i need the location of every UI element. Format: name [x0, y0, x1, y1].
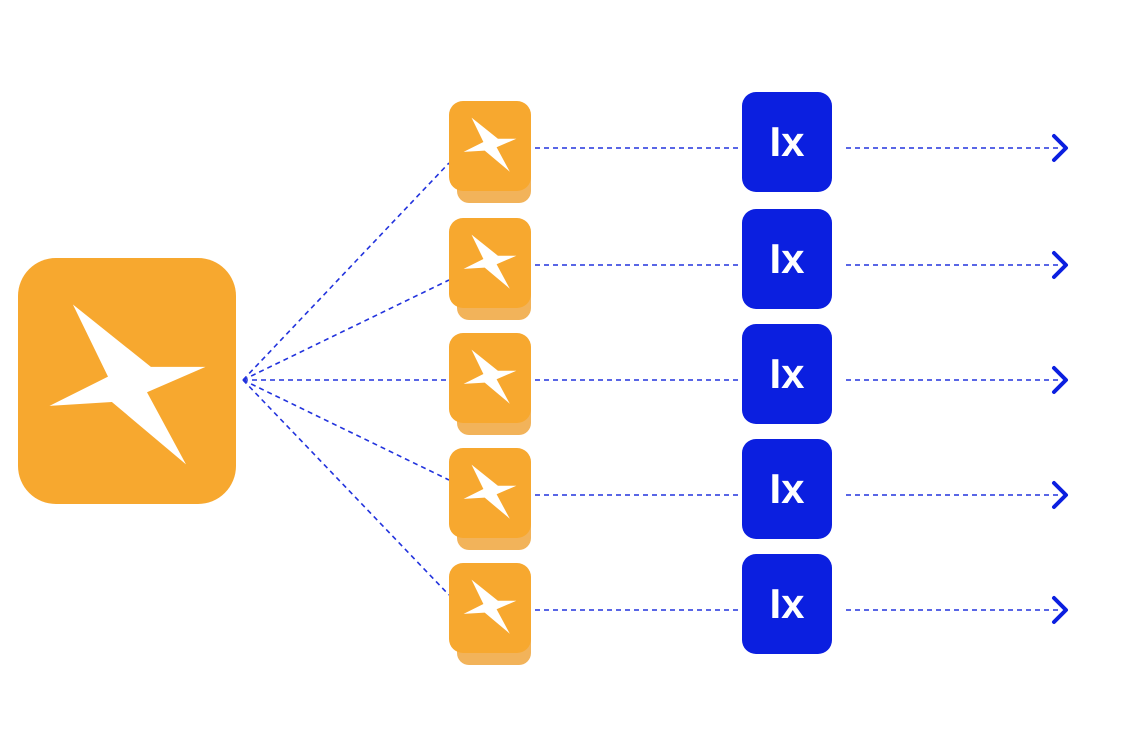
arrow-right-icon: [1052, 596, 1068, 624]
fan-out-connectors: [242, 162, 450, 596]
source-node: [18, 258, 236, 504]
ix-badge: [742, 554, 832, 654]
arrow-right-icon: [1052, 134, 1068, 162]
ix-badge: [742, 324, 832, 424]
instance-row: Ix: [449, 554, 1068, 665]
ix-badge-label: Ix: [769, 465, 805, 512]
ix-badge-label: Ix: [769, 235, 805, 282]
ix-badge-label: Ix: [769, 350, 805, 397]
instance-row: Ix: [449, 324, 1068, 435]
instance-row: Ix: [449, 209, 1068, 320]
instance-row: Ix: [449, 439, 1068, 550]
ix-badge-label: Ix: [769, 580, 805, 627]
instance-row: Ix: [449, 92, 1068, 203]
fan-connector: [242, 379, 450, 596]
ix-badge: [742, 92, 832, 192]
ix-badge-label: Ix: [769, 118, 805, 165]
fan-connector: [242, 279, 450, 381]
ix-badge: [742, 439, 832, 539]
fan-connector: [242, 379, 450, 481]
arrow-right-icon: [1052, 251, 1068, 279]
arrow-right-icon: [1052, 366, 1068, 394]
ix-badge: [742, 209, 832, 309]
arrow-right-icon: [1052, 481, 1068, 509]
fan-connector: [242, 162, 450, 381]
